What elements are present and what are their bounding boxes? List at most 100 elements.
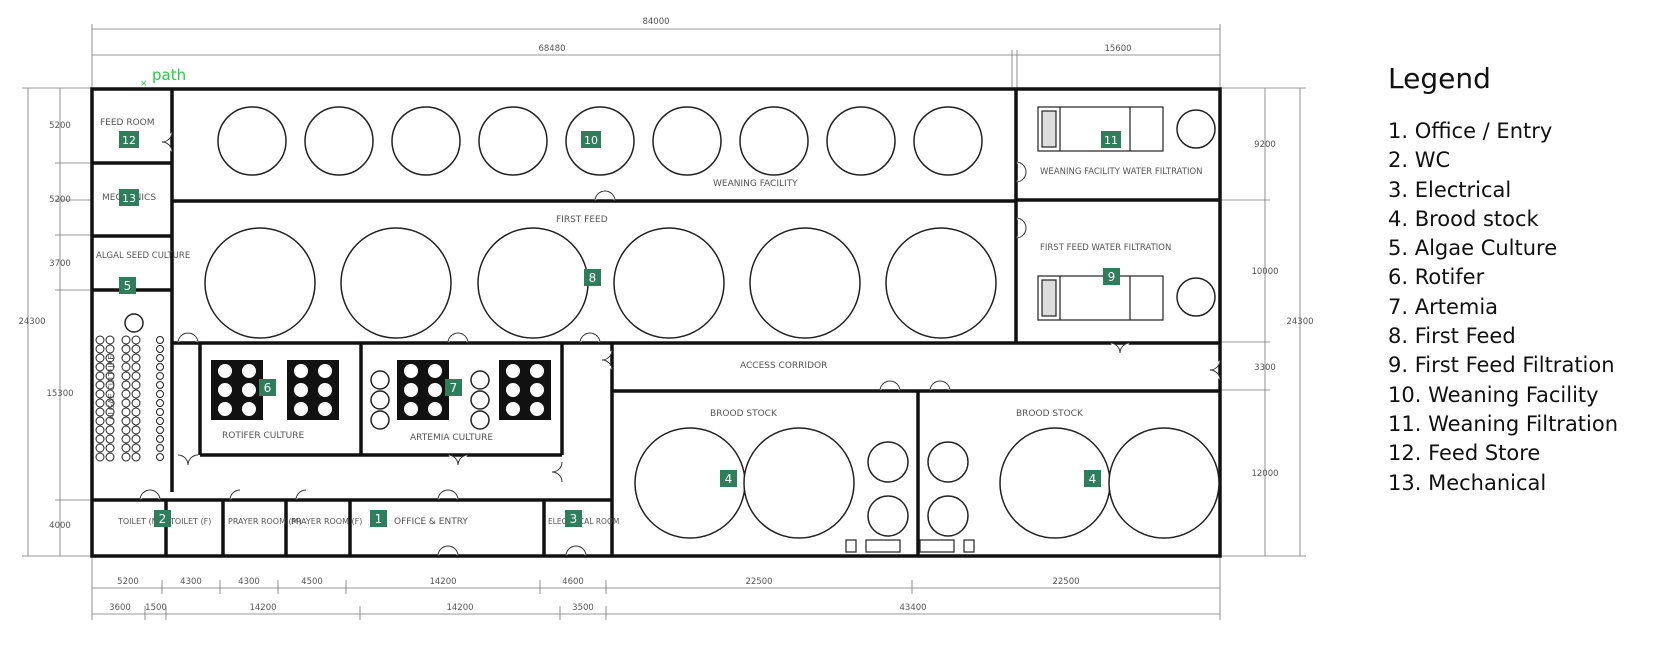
algae-tank: [131, 407, 141, 417]
algae-tank: [131, 362, 141, 372]
algae-tank: [105, 425, 115, 435]
marker-1: 1: [375, 512, 383, 526]
algae-tank: [121, 335, 131, 345]
marker-8: 8: [589, 271, 597, 285]
algae-tank: [131, 335, 141, 345]
algae-tank: [95, 389, 105, 399]
algae-tank: [131, 443, 141, 453]
algae-tank: [105, 452, 115, 462]
marker-3: 3: [570, 512, 578, 526]
marker-2: 2: [159, 512, 167, 526]
rack-wells: [218, 364, 544, 416]
rack-well: [318, 402, 332, 416]
legend-title: Legend: [1388, 62, 1491, 95]
algae-tank: [156, 345, 164, 353]
dim-left-total: 24300: [18, 317, 45, 327]
marker-13: 13: [122, 192, 136, 205]
rack-well: [242, 383, 256, 397]
dim-bottom-1: 5200: [117, 577, 139, 587]
algae-tank: [95, 434, 105, 444]
room-label-artemia: ARTEMIA CULTURE: [410, 433, 493, 443]
algae-tank: [95, 344, 105, 354]
algae-tank: [121, 362, 131, 372]
marker-7: 7: [450, 381, 458, 395]
algae-tank: [156, 444, 164, 452]
dim-right-total: 24300: [1286, 317, 1313, 327]
algae-tank: [131, 353, 141, 363]
dim-left-seg: 5200: [49, 195, 71, 205]
legend-item: 3. Electrical: [1388, 177, 1512, 202]
dim-bottom-1: 22500: [745, 577, 772, 587]
rack-well: [428, 364, 442, 378]
legend-item: 11. Weaning Filtration: [1388, 411, 1619, 436]
dim-bottom-2: 3500: [572, 603, 594, 613]
room-label-weaning-filtration: WEANING FACILITY WATER FILTRATION: [1040, 167, 1203, 177]
algae-tank: [121, 380, 131, 390]
rack-well: [530, 383, 544, 397]
algae-tank: [131, 344, 141, 354]
algae-tank: [105, 389, 115, 399]
filtration-units: [1037, 106, 1164, 321]
algae-tank: [95, 443, 105, 453]
algae-tank: [95, 452, 105, 462]
algae-tank: [105, 434, 115, 444]
algae-tank: [131, 452, 141, 462]
dim-right-seg: 12000: [1251, 469, 1278, 479]
algae-tank: [156, 372, 164, 380]
algae-tank: [156, 363, 164, 371]
rack-well: [404, 383, 418, 397]
algae-tank: [121, 371, 131, 381]
room-label-rotifer: ROTIFER CULTURE: [222, 431, 304, 441]
algae-tank: [121, 353, 131, 363]
algae-tank: [156, 453, 164, 461]
dimension-lines: [22, 24, 1306, 620]
dimension-labels: 84000 68480 15600 24300 5200 5200 3700 1…: [18, 17, 1313, 613]
room-label-algae-culture: ALGAE CULTURE: [107, 355, 116, 420]
legend-item: 13. Mechanical: [1388, 470, 1547, 495]
rack-well: [506, 402, 520, 416]
legend: Legend 1. Office / Entry 2. WC 3. Electr…: [1388, 62, 1658, 498]
algae-tank: [131, 380, 141, 390]
legend-item: 12. Feed Store: [1388, 441, 1541, 466]
room-label-prayer-m: PRAYER ROOM (M): [228, 517, 302, 526]
dim-top-left: 68480: [538, 44, 565, 54]
dim-left-seg: 15300: [46, 389, 73, 399]
marker-4b: 4: [1089, 472, 1097, 486]
marker-5: 5: [124, 279, 132, 293]
rack-well: [294, 383, 308, 397]
algae-tank: [95, 416, 105, 426]
algae-tank: [156, 426, 164, 434]
algae-tank: [121, 407, 131, 417]
algae-tank: [131, 398, 141, 408]
algae-tank: [156, 381, 164, 389]
rack-well: [218, 402, 232, 416]
rack-well: [294, 364, 308, 378]
room-label-brood-stock-2: BROOD STOCK: [1016, 409, 1084, 419]
marker-6: 6: [264, 381, 272, 395]
legend-item: 9. First Feed Filtration: [1388, 353, 1615, 378]
dim-left-seg: 5200: [49, 121, 71, 131]
legend-item: 6. Rotifer: [1388, 265, 1485, 290]
dim-right-seg: 10000: [1251, 267, 1278, 277]
algae-tank: [105, 362, 115, 372]
algae-tank: [95, 371, 105, 381]
algae-tank: [121, 398, 131, 408]
dim-right-seg: 3300: [1254, 363, 1276, 373]
dim-bottom-1: 22500: [1052, 577, 1079, 587]
room-markers: 1 2 3 4 4 5 6 7 8 9 10 11 12 13: [119, 131, 1121, 527]
rack-well: [294, 402, 308, 416]
algae-tank: [156, 354, 164, 362]
rack-well: [506, 383, 520, 397]
floor-plan: 84000 68480 15600 24300 5200 5200 3700 1…: [18, 17, 1314, 620]
algae-tank: [105, 407, 115, 417]
legend-list: 1. Office / Entry 2. WC 3. Electrical 4.…: [1388, 117, 1658, 498]
algae-tank: [131, 416, 141, 426]
room-label-prayer-f: PRAYER ROOM (F): [291, 517, 362, 526]
brood-fixtures: [845, 539, 975, 553]
room-label-electrical: ELECTRICAL ROOM: [548, 517, 619, 526]
dim-bottom-1: 4300: [238, 577, 260, 587]
rack-well: [530, 364, 544, 378]
room-label-toilet-f: TOILET (F): [169, 517, 211, 526]
algae-tank: [95, 380, 105, 390]
dim-bottom-1: 4600: [562, 577, 584, 587]
